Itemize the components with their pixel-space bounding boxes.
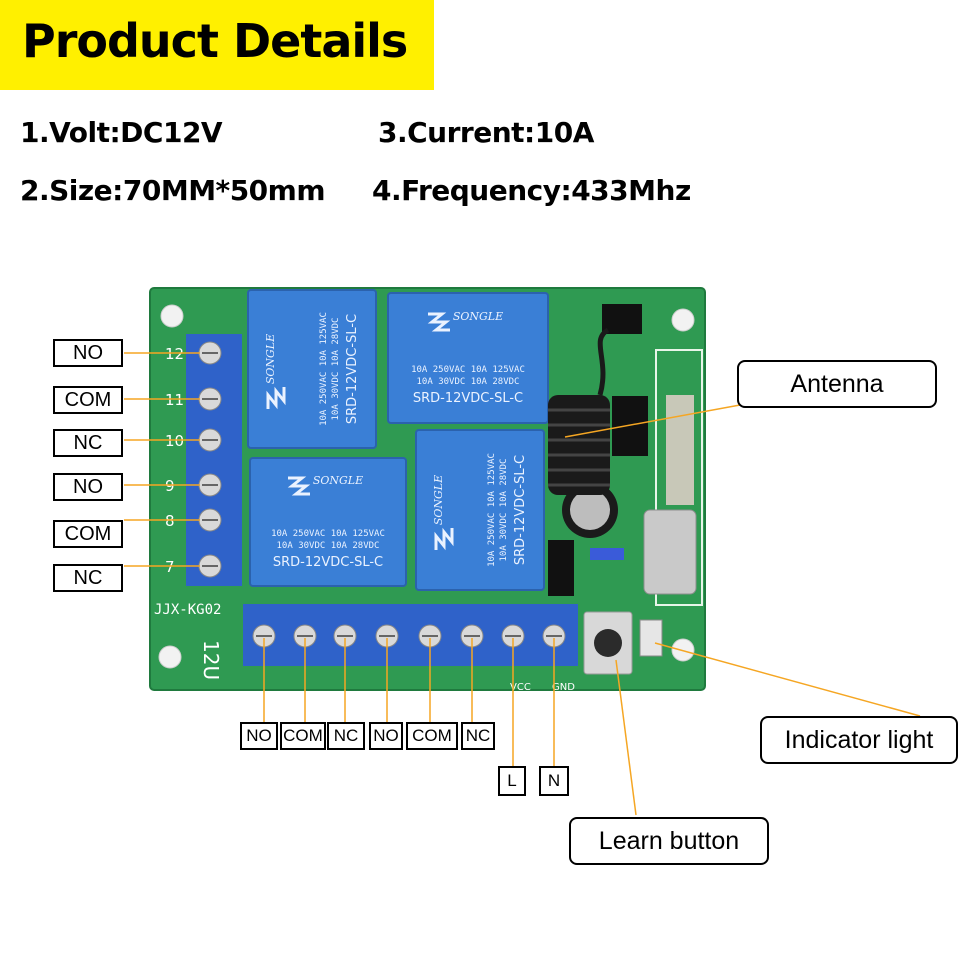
indicator-led xyxy=(639,619,663,657)
learn-button-callout: Learn button xyxy=(569,817,769,865)
left-leader-lines xyxy=(124,352,200,567)
small-diode xyxy=(590,548,624,560)
rf-module-outline xyxy=(655,349,703,606)
left-terminal-number: 8 xyxy=(165,512,175,530)
bottom-label-3: NC xyxy=(327,722,365,750)
board-gnd-text: GND xyxy=(552,682,575,693)
bottom-label-1: NO xyxy=(240,722,278,750)
relay-rating-2: 10A 30VDC 10A 28VDC xyxy=(499,459,509,562)
left-terminal-number: 7 xyxy=(165,558,175,576)
relay-brand: SONGLE xyxy=(453,310,503,323)
left-terminal-number: 10 xyxy=(165,432,184,450)
relay-2: SONGLE 10A 250VAC 10A 125VAC 10A 30VDC 10A… xyxy=(387,292,549,424)
left-label-6: NC xyxy=(53,564,123,592)
relay-logo-icon xyxy=(287,476,311,496)
bottom-terminal-block xyxy=(243,604,578,666)
relay-logo-icon xyxy=(434,527,454,551)
relay-rating-2: 10A 30VDC 10A 28VDC xyxy=(417,377,520,387)
antenna-callout: Antenna xyxy=(737,360,937,408)
board-vcc-text: VCC xyxy=(510,682,531,693)
page-title: Product Details xyxy=(22,14,408,68)
left-label-5: COM xyxy=(53,520,123,548)
antenna-coil xyxy=(548,327,610,495)
capacitor-top xyxy=(570,490,610,530)
bottom-terminal-screws xyxy=(252,624,566,648)
rf-module xyxy=(666,395,694,505)
relay-rating-1: 10A 250VAC 10A 125VAC xyxy=(319,312,329,426)
mounting-hole-top-left xyxy=(160,304,184,328)
ic-chip-middle xyxy=(612,396,648,456)
relay-rating-1: 10A 250VAC 10A 125VAC xyxy=(271,529,385,539)
spec-current: 3.Current:10A xyxy=(378,116,594,149)
relay-logo-icon xyxy=(266,386,286,410)
left-label-1: NO xyxy=(53,339,123,367)
left-terminal-screws xyxy=(198,341,222,578)
relay-model: SRD-12VDC-SL-C xyxy=(413,391,523,406)
diode xyxy=(548,540,574,596)
spec-frequency: 4.Frequency:433Mhz xyxy=(372,174,691,207)
relay-logo-icon xyxy=(427,312,451,332)
ic-chip-top xyxy=(602,304,642,334)
relay-text-group: SONGLE 10A 250VAC 10A 125VAC 10A 30VDC 10A… xyxy=(271,474,385,570)
spec-size: 2.Size:70MM*50mm xyxy=(20,174,326,207)
mounting-hole-top-right xyxy=(671,308,695,332)
bottom-label-2: COM xyxy=(280,722,326,750)
relay-text-group: SONGLE 10A 250VAC 10A 125VAC 10A 30VDC 10A… xyxy=(411,310,525,406)
left-terminal-numbers: 12 11 10 9 8 7 xyxy=(165,345,184,576)
antenna-leader-line xyxy=(564,404,741,438)
indicator-leader-line xyxy=(654,642,921,717)
mounting-hole-bottom-left xyxy=(158,645,182,669)
learn-button-cap xyxy=(594,629,622,657)
relay-body xyxy=(247,289,377,449)
power-label-neutral: N xyxy=(539,766,569,796)
relay-brand: SONGLE xyxy=(313,474,363,487)
relay-3: SONGLE 10A 250VAC 10A 125VAC 10A 30VDC 10A… xyxy=(249,457,407,587)
learn-button-leader-line xyxy=(615,659,637,816)
spec-volt: 1.Volt:DC12V xyxy=(20,116,223,149)
board-model-text: JJX-KG02 xyxy=(154,602,221,618)
indicator-light-callout: Indicator light xyxy=(760,716,958,764)
left-terminal-block xyxy=(186,334,242,586)
board-voltage-text: 12U xyxy=(199,640,223,680)
bottom-label-6: NC xyxy=(461,722,495,750)
relay-body xyxy=(387,292,549,424)
title-banner: Product Details xyxy=(0,0,434,90)
power-label-live: L xyxy=(498,766,526,796)
relay-brand: SONGLE xyxy=(432,475,445,525)
left-terminal-number: 9 xyxy=(165,477,175,495)
relay-model: SRD-12VDC-SL-C xyxy=(513,455,528,565)
relay-body xyxy=(415,429,545,591)
relay-rating-2: 10A 30VDC 10A 28VDC xyxy=(277,541,380,551)
relay-brand: SONGLE xyxy=(264,334,277,384)
relay-rating-1: 10A 250VAC 10A 125VAC xyxy=(411,365,525,375)
left-terminal-number: 12 xyxy=(165,345,184,363)
crystal-oscillator xyxy=(643,509,697,595)
left-terminal-number: 11 xyxy=(165,391,184,409)
relay-body xyxy=(249,457,407,587)
bottom-label-5: COM xyxy=(406,722,458,750)
left-label-3: NC xyxy=(53,429,123,457)
left-label-4: NO xyxy=(53,473,123,501)
left-label-2: COM xyxy=(53,386,123,414)
relay-rating-2: 10A 30VDC 10A 28VDC xyxy=(331,318,341,421)
pcb-outline xyxy=(149,287,706,691)
bottom-leader-lines xyxy=(263,638,555,766)
relay-rating-1: 10A 250VAC 10A 125VAC xyxy=(487,453,497,567)
relay-model: SRD-12VDC-SL-C xyxy=(345,314,360,424)
bottom-label-4: NO xyxy=(369,722,403,750)
relay-model: SRD-12VDC-SL-C xyxy=(273,555,383,570)
